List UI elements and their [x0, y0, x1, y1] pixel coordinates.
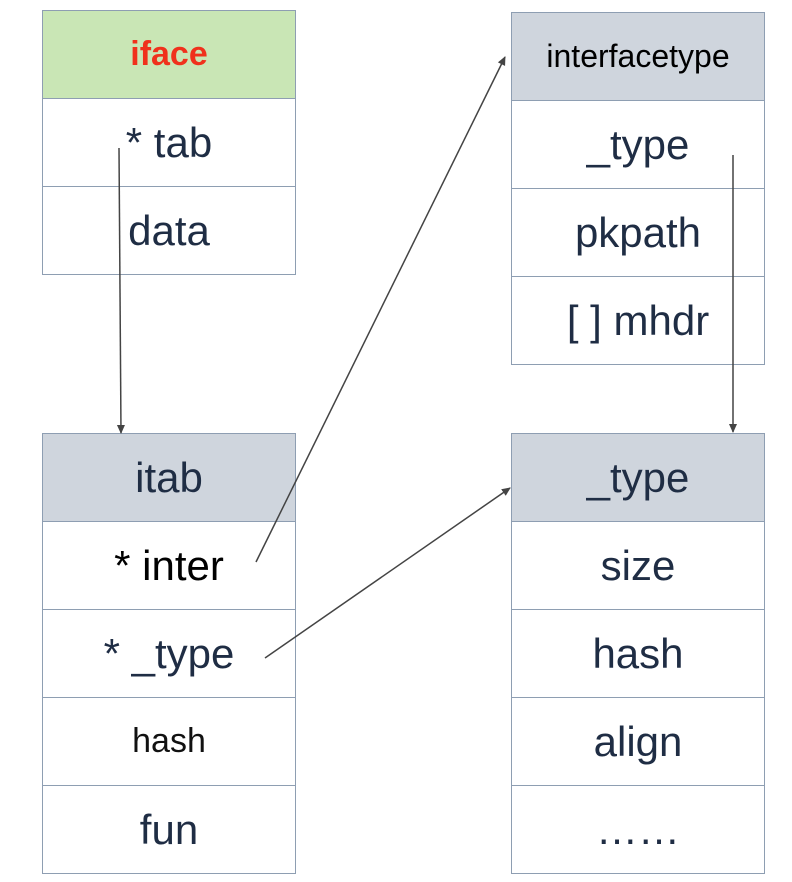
interfacetype-field-mhdr-label: [ ] mhdr: [566, 296, 710, 344]
interfacetype-header: interfacetype: [512, 13, 764, 101]
type-field-more-label: ……: [596, 805, 680, 853]
itab-header: itab: [43, 434, 295, 522]
itab-field-inter-label: * inter: [114, 541, 224, 589]
arrow-tab-to-itab: [116, 147, 125, 434]
arrow-inter-to-interfacetype: [255, 56, 506, 563]
type-struct: _type size hash align ……: [511, 433, 765, 874]
itab-struct: itab * inter * _type hash fun: [42, 433, 296, 874]
itab-field-fun-label: fun: [139, 805, 199, 853]
iface-field-tab-label: * tab: [125, 118, 213, 166]
itab-field-type-label: * _type: [103, 629, 235, 677]
itab-field-fun: fun: [43, 786, 295, 874]
type-field-align-label: align: [593, 717, 683, 765]
itab-field-hash-label: hash: [132, 722, 206, 760]
type-field-hash: hash: [512, 610, 764, 698]
type-field-size: size: [512, 522, 764, 610]
type-field-size-label: size: [600, 541, 676, 589]
interfacetype-field-type: _type: [512, 101, 764, 189]
interfacetype-field-type-label: _type: [586, 120, 690, 168]
itab-field-hash: hash: [43, 698, 295, 786]
interfacetype-title: interfacetype: [546, 38, 730, 74]
type-field-align: align: [512, 698, 764, 786]
iface-header: iface: [43, 11, 295, 99]
itab-field-type: * _type: [43, 610, 295, 698]
type-header: _type: [512, 434, 764, 522]
type-field-more: ……: [512, 786, 764, 874]
itab-title: itab: [135, 453, 203, 501]
iface-field-data: data: [43, 187, 295, 275]
iface-title: iface: [130, 35, 208, 73]
iface-struct: iface * tab data: [42, 10, 296, 275]
iface-field-data-label: data: [128, 206, 210, 254]
interfacetype-field-pkpath-label: pkpath: [574, 208, 702, 256]
arrow-type-to-type-struct: [264, 487, 511, 659]
iface-field-tab: * tab: [43, 99, 295, 187]
interfacetype-field-pkpath: pkpath: [512, 189, 764, 277]
type-field-hash-label: hash: [592, 629, 684, 677]
interfacetype-struct: interfacetype _type pkpath [ ] mhdr: [511, 12, 765, 365]
interfacetype-field-mhdr: [ ] mhdr: [512, 277, 764, 365]
itab-field-inter: * inter: [43, 522, 295, 610]
type-title: _type: [586, 453, 690, 501]
